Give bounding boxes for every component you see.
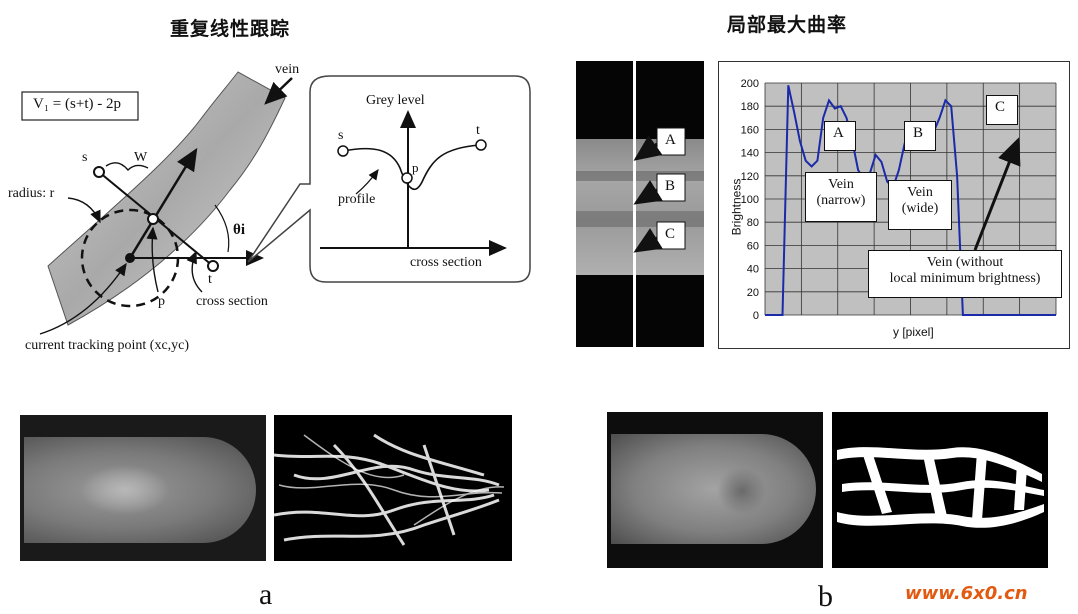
chart-label-box-c: [986, 95, 1018, 125]
inset-point-t: [475, 139, 487, 151]
y-tick-label: 160: [741, 124, 759, 136]
chart-label-a: A: [833, 125, 844, 141]
y-tick-label: 60: [747, 240, 759, 252]
y-tick-label: 200: [741, 78, 759, 90]
vein-narrow-line1: Vein: [828, 177, 854, 192]
vein-none-line1: Vein (without: [926, 255, 1004, 270]
left-title: 重复线性跟踪: [170, 18, 291, 40]
vein-pointer: [264, 77, 293, 105]
chart-label-b: B: [913, 125, 924, 141]
watermark: www.6x0.cn: [905, 583, 1028, 604]
annotation-vein-wide: Vein (wide): [888, 180, 952, 230]
point-t: [207, 260, 219, 272]
label-current-point: current tracking point (xc,yc): [25, 338, 190, 353]
right-title: 局部最大曲率: [727, 14, 848, 36]
chart-label-box-b: [904, 121, 936, 151]
finger-image-b: [607, 412, 823, 568]
vein-pattern-a: [274, 415, 512, 561]
label-cross-section: cross section: [196, 294, 268, 309]
marker-arrow-a: [633, 135, 663, 161]
marker-arrow-c: [633, 228, 663, 253]
marker-label-c: C: [665, 226, 676, 242]
label-t: t: [208, 272, 212, 287]
formula-box: [21, 91, 139, 121]
chart-label-box-a: [824, 121, 856, 151]
y-tick-label: 20: [747, 287, 759, 299]
y-tick-label: 80: [747, 217, 759, 229]
label-w: W: [134, 150, 148, 165]
vein-wide-line1: Vein: [907, 185, 933, 200]
inset-label-p: p: [412, 160, 419, 175]
profile-curve: [342, 144, 481, 190]
marker-arrow-b: [633, 180, 663, 205]
label-s: s: [82, 150, 88, 165]
tracking-point: [125, 253, 135, 263]
y-tick-label: 120: [741, 171, 759, 183]
radius-pointer: [67, 197, 101, 224]
inset-profile: profile: [338, 192, 376, 207]
marker-label-b: B: [665, 178, 676, 194]
finger-image-a: [20, 415, 266, 561]
vein-wide-line2: (wide): [901, 201, 939, 216]
sublabel-b: b: [818, 580, 833, 613]
vein-pattern-b: [832, 412, 1048, 568]
y-tick-label: 40: [747, 264, 759, 276]
w-brace: [105, 162, 149, 172]
annotation-vein-narrow: Vein (narrow): [805, 172, 877, 222]
marker-label-a: A: [665, 132, 676, 148]
vein-narrow-line2: (narrow): [816, 193, 866, 208]
inset-point-s: [337, 145, 349, 157]
chart-label-c: C: [995, 99, 1006, 115]
current-point-pointer: [39, 262, 127, 335]
y-tick-label: 180: [741, 101, 759, 113]
label-vein: vein: [275, 62, 300, 77]
p-pointer: [146, 226, 159, 293]
label-theta: θi: [233, 222, 245, 238]
inset-point-p: [401, 172, 413, 184]
label-p: p: [158, 294, 165, 309]
theta-direction: [128, 147, 198, 259]
vein-none-line2: local minimum brightness): [889, 271, 1041, 286]
label-radius: radius: r: [8, 186, 55, 201]
inset-grey-level: Grey level: [366, 93, 425, 108]
sublabel-a: a: [259, 578, 273, 611]
y-tick-label: 140: [741, 148, 759, 160]
profile-pointer: [355, 169, 379, 195]
theta-arc: [214, 204, 230, 253]
formula: V₁ = (s+t) - 2p: [33, 96, 121, 112]
inset-label-s: s: [338, 128, 344, 143]
annotation-vein-no-minimum: Vein (without local minimum brightness): [868, 250, 1062, 298]
cross-section-pointer: [186, 250, 203, 293]
chart-xlabel: y [pixel]: [893, 325, 934, 339]
point-s: [93, 166, 105, 178]
y-tick-label: 100: [741, 194, 759, 206]
point-p: [147, 213, 159, 225]
y-tick-label: 0: [753, 310, 759, 322]
inset-box: [247, 75, 531, 283]
inset-cross-section: cross section: [410, 255, 482, 270]
inset-label-t: t: [476, 123, 480, 138]
